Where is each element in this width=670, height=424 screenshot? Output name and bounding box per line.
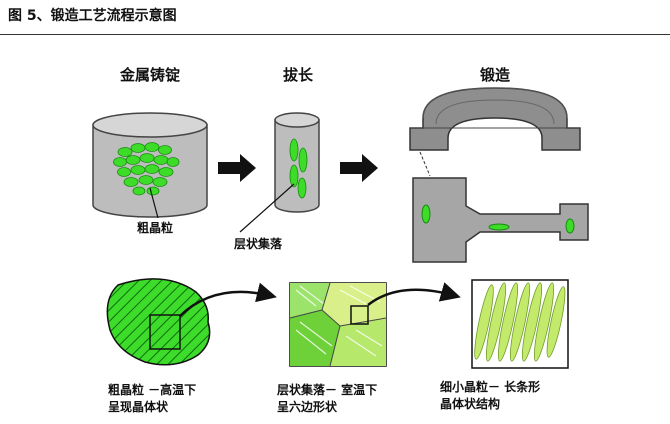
coarse-grain-micrograph xyxy=(106,278,211,366)
caption-fine-line1: 细小晶粒－ 长条形 xyxy=(440,379,540,394)
layered-leader xyxy=(239,183,295,233)
caption-layered-line2: 呈六边形状 xyxy=(277,399,338,414)
process-arrow xyxy=(340,154,378,182)
coarse-grain-cluster xyxy=(113,142,180,196)
process-arrow xyxy=(218,154,256,182)
figure-title: 图 5、锻造工艺流程示意图 xyxy=(8,8,177,24)
die-guide-line xyxy=(419,151,431,177)
zoom-arrow xyxy=(367,282,461,306)
forging-die xyxy=(409,87,581,151)
stage-title-drawing: 拔长 xyxy=(283,66,314,84)
fine-grain-micrograph xyxy=(471,279,569,369)
stage-title-forging: 锻造 xyxy=(480,66,510,84)
caption-coarse-line1: 粗晶粒 －高温下 xyxy=(108,382,196,397)
layered-colony xyxy=(289,138,308,199)
caption-fine-line2: 晶体状结构 xyxy=(440,396,500,411)
caption-coarse-line2: 呈现晶体状 xyxy=(108,399,169,414)
layered-label: 层状集落 xyxy=(234,236,283,251)
caption-layered-line1: 层状集落－ 室温下 xyxy=(277,382,377,397)
zoom-arrow xyxy=(179,282,277,317)
stage-title-ingot: 金属铸锭 xyxy=(119,66,180,84)
layered-colony-micrograph xyxy=(289,282,387,367)
coarse-grain-leader xyxy=(149,187,159,219)
title-rule xyxy=(0,34,670,35)
forged-part xyxy=(412,177,589,263)
drawn-bar xyxy=(274,112,320,213)
coarse-grain-label: 粗晶粒 xyxy=(137,220,173,235)
